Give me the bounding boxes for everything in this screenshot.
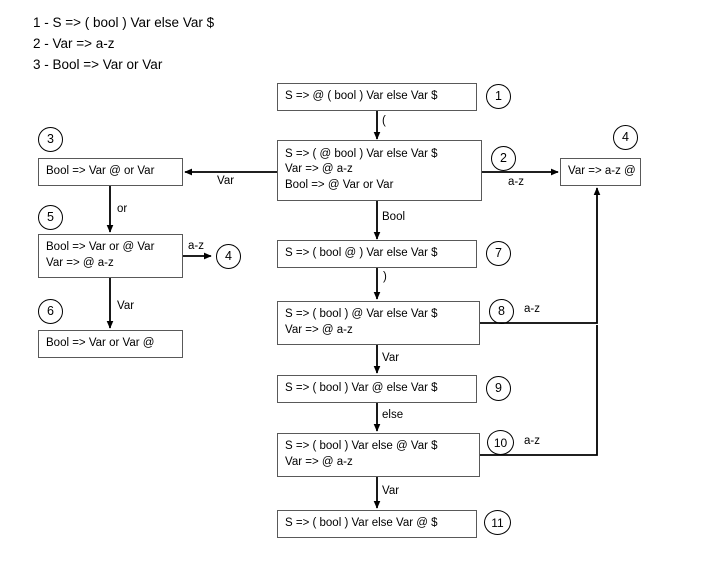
state-box-8[interactable]: S => ( bool ) @ Var else Var $ Var => @ … bbox=[277, 301, 480, 345]
edge-label-10-to-11: Var bbox=[382, 485, 400, 497]
state-box-4[interactable]: Var => a-z @ bbox=[560, 158, 641, 186]
state-11-item-1: S => ( bool ) Var else Var @ $ bbox=[285, 516, 438, 529]
state-number-11: 11 bbox=[484, 510, 511, 535]
state-box-6[interactable]: Bool => Var or Var @ bbox=[38, 330, 183, 358]
state-box-1[interactable]: S => @ ( bool ) Var else Var $ bbox=[277, 83, 477, 111]
state-5-item-2: Var => @ a-z bbox=[46, 256, 114, 269]
state-box-2[interactable]: S => ( @ bool ) Var else Var $ Var => @ … bbox=[277, 140, 482, 201]
state-box-10[interactable]: S => ( bool ) Var else @ Var $ Var => @ … bbox=[277, 433, 480, 477]
state-number-7: 7 bbox=[486, 241, 511, 266]
state-number-5: 5 bbox=[38, 205, 63, 230]
state-box-7[interactable]: S => ( bool @ ) Var else Var $ bbox=[277, 240, 477, 268]
edge-label-8-to-9: Var bbox=[382, 352, 400, 364]
state-number-4-shortcut: 4 bbox=[216, 244, 241, 269]
state-number-9: 9 bbox=[486, 376, 511, 401]
edge-label-2-to-3: Var bbox=[217, 175, 235, 187]
state-2-item-3: Bool => @ Var or Var bbox=[285, 178, 394, 191]
state-6-item-1: Bool => Var or Var @ bbox=[46, 336, 155, 349]
state-4-item-1: Var => a-z @ bbox=[568, 164, 636, 177]
edge-label-8-to-4: a-z bbox=[524, 303, 540, 315]
edge-label-5-to-6: Var bbox=[117, 300, 135, 312]
edge-label-1-to-2: ( bbox=[382, 115, 386, 127]
state-2-item-2: Var => @ a-z bbox=[285, 163, 353, 176]
state-number-10: 10 bbox=[487, 430, 514, 455]
state-number-4: 4 bbox=[613, 125, 638, 150]
grammar-rule-3: 3 - Bool => Var or Var bbox=[33, 57, 163, 72]
state-8-item-2: Var => @ a-z bbox=[285, 323, 353, 336]
edge-label-10-to-4: a-z bbox=[524, 435, 540, 447]
state-number-2: 2 bbox=[491, 146, 516, 171]
state-number-1: 1 bbox=[486, 84, 511, 109]
state-10-item-2: Var => @ a-z bbox=[285, 455, 353, 468]
edge-label-7-to-8: ) bbox=[383, 271, 387, 283]
state-10-item-1: S => ( bool ) Var else @ Var $ bbox=[285, 440, 438, 452]
state-box-3[interactable]: Bool => Var @ or Var bbox=[38, 158, 183, 186]
state-box-11[interactable]: S => ( bool ) Var else Var @ $ bbox=[277, 510, 477, 538]
state-8-item-1: S => ( bool ) @ Var else Var $ bbox=[285, 308, 438, 320]
state-box-5[interactable]: Bool => Var or @ Var Var => @ a-z bbox=[38, 234, 183, 278]
state-3-item-1: Bool => Var @ or Var bbox=[46, 164, 155, 177]
grammar-rule-1: 1 - S => ( bool ) Var else Var $ bbox=[33, 15, 215, 30]
state-7-item-1: S => ( bool @ ) Var else Var $ bbox=[285, 246, 438, 259]
state-2-item-1: S => ( @ bool ) Var else Var $ bbox=[285, 147, 438, 160]
edge-label-2-to-4: a-z bbox=[508, 176, 524, 188]
state-number-8: 8 bbox=[489, 299, 514, 324]
state-5-item-1: Bool => Var or @ Var bbox=[46, 241, 155, 253]
state-number-3: 3 bbox=[38, 127, 63, 152]
edge-label-3-to-5: or bbox=[117, 203, 128, 215]
grammar-rules-list: 1 - S => ( bool ) Var else Var $ 2 - Var… bbox=[33, 12, 363, 75]
edge-label-9-to-10: else bbox=[382, 409, 404, 421]
edge-label-5-to-4: a-z bbox=[188, 240, 204, 252]
edge-label-2-to-7: Bool bbox=[382, 211, 406, 223]
state-box-9[interactable]: S => ( bool ) Var @ else Var $ bbox=[277, 375, 477, 403]
state-1-item-1: S => @ ( bool ) Var else Var $ bbox=[285, 89, 438, 102]
grammar-rule-2: 2 - Var => a-z bbox=[33, 36, 115, 51]
state-9-item-1: S => ( bool ) Var @ else Var $ bbox=[285, 381, 438, 394]
state-number-6: 6 bbox=[38, 299, 63, 324]
